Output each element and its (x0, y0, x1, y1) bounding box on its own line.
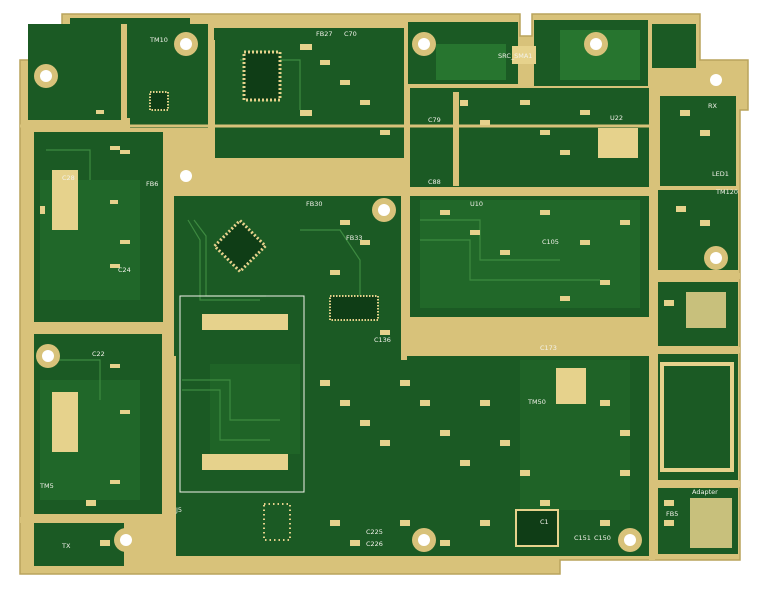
label-src-sma1: SRC_SMA1 (498, 52, 532, 60)
ffc-connector-top (202, 314, 288, 330)
capacitor-large (515, 509, 559, 547)
connectors (179, 46, 734, 548)
qfn-chip-small (149, 91, 169, 111)
adapter-connector (690, 498, 732, 548)
connector-outline (179, 295, 305, 493)
label-c24: C24 (118, 266, 131, 274)
ic-packages (52, 50, 638, 547)
label-u10: U10 (470, 200, 483, 208)
label-rx: RX (708, 102, 718, 110)
silkscreen-labels: TM10 FB27 C70 SRC_SMA1 RX U22 C79 C88 TM… (39, 30, 738, 550)
ffc-connector-bottom (202, 454, 288, 470)
label-c1: C1 (540, 518, 549, 526)
label-c225: C225 (366, 528, 383, 536)
sop-chip (329, 295, 379, 321)
mounting-holes (34, 32, 728, 552)
label-j5: J5 (175, 506, 182, 514)
label-fb30: FB30 (306, 200, 322, 208)
label-c226: C226 (366, 540, 383, 548)
label-c150: C150 (594, 534, 611, 542)
label-c151: C151 (574, 534, 591, 542)
usb-connector (686, 292, 726, 328)
regulator-left-top (52, 170, 78, 230)
smd-pads (40, 44, 710, 546)
label-c105: C105 (542, 238, 559, 246)
label-tx: TX (61, 542, 71, 550)
label-fb27: FB27 (316, 30, 332, 38)
label-led1: LED1 (712, 170, 729, 178)
traces (20, 24, 740, 560)
label-c70: C70 (344, 30, 357, 38)
label-adapter: Adapter (692, 488, 718, 496)
label-tm120: TM120 (715, 188, 738, 196)
label-c88: C88 (428, 178, 441, 186)
label-u22: U22 (610, 114, 623, 122)
sma-connector (512, 46, 536, 64)
label-c28: C28 (62, 174, 75, 182)
label-tm10: TM10 (149, 36, 168, 44)
label-c173: C173 (540, 344, 557, 352)
label-tm5: TM5 (39, 482, 54, 490)
inductor-block (556, 368, 586, 404)
label-c79: C79 (428, 116, 441, 124)
label-fb5: FB5 (666, 510, 678, 518)
fpc-connector-right (660, 362, 734, 472)
qfn-chip-main (212, 218, 268, 274)
power-block (598, 128, 638, 158)
label-tm50: TM50 (527, 398, 546, 406)
label-fb6: FB6 (146, 180, 158, 188)
qfp-chip-top (242, 50, 282, 102)
label-c136: C136 (374, 336, 391, 344)
label-c22: C22 (92, 350, 105, 358)
label-fb33: FB33 (346, 234, 362, 242)
regulator-left-bottom (52, 392, 78, 452)
signal-traces (46, 59, 600, 441)
